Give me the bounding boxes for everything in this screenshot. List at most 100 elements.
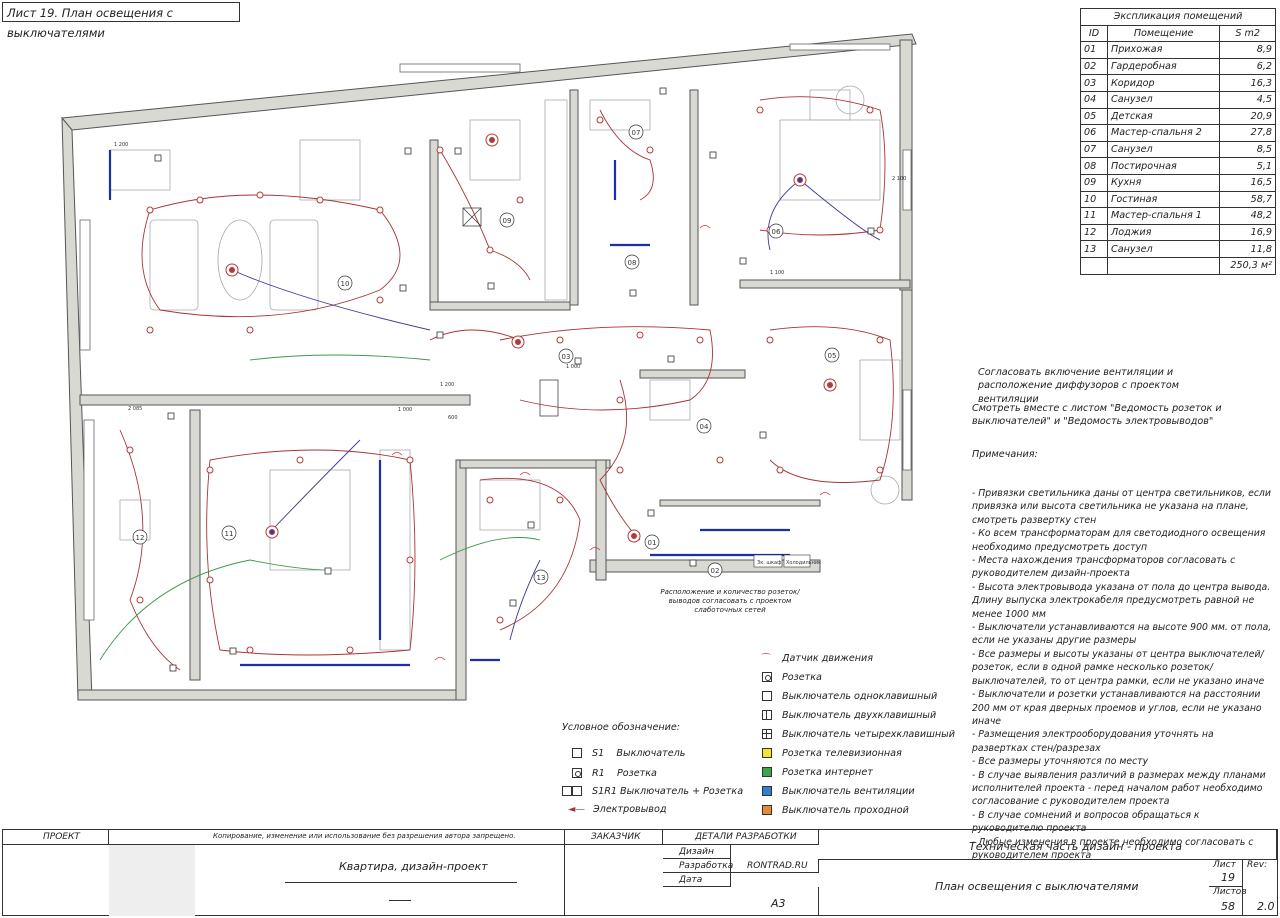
furniture [109, 85, 901, 651]
legend-item-socket: R1 Розетка [572, 768, 657, 779]
vent-switch-icon [762, 786, 772, 796]
wall-children-top [739, 279, 911, 289]
stamp-date-label: Дата [679, 875, 703, 885]
room-area: 16,5 [1219, 173, 1276, 192]
room-name: Санузел [1106, 140, 1221, 159]
room-area: 16,9 [1219, 223, 1276, 242]
stamp-sheet-name: План освещения с выключателями [935, 880, 1139, 893]
stamp-project-name: Квартира, дизайн-проект [339, 860, 488, 873]
room-label-12: 12 [136, 534, 145, 542]
room-name: Кухня [1106, 173, 1221, 192]
legend-heading: Условное обозначение: [562, 722, 680, 733]
note-item: - Размещения электрооборудования уточнят… [972, 729, 1214, 754]
room-label-01: 01 [648, 539, 657, 547]
stamp-developer-label: Разработка [679, 861, 734, 871]
room-label-10: 10 [341, 280, 350, 288]
room-id: 06 [1080, 124, 1108, 142]
col-area: S m2 [1219, 24, 1276, 43]
fridge-label: Холодильник [786, 560, 821, 566]
note-item: - Выключатели устанавливаются на высоте … [972, 622, 1272, 647]
room-id: 11 [1080, 207, 1108, 225]
stamp-customer-label: ЗАКАЗЧИК [591, 832, 641, 842]
socket-icon [562, 786, 572, 796]
note-item: - В случае выявления различий в размерах… [972, 769, 1266, 808]
internet-socket-icon [762, 767, 772, 777]
note-item: - Любые изменения в проекте необходимо с… [972, 836, 1254, 861]
room-name: Мастер-спальня 1 [1106, 207, 1221, 225]
stamp-project-label: ПРОЕКТ [43, 832, 80, 842]
notes-heading: Примечания: [972, 449, 1038, 460]
wiring [99, 96, 894, 671]
room-name: Коридор [1106, 74, 1221, 92]
dim-text: 600 [448, 415, 458, 421]
sheet-title: Лист 19. План освещения с выключателями [2, 2, 240, 40]
room-area: 6,2 [1219, 57, 1276, 76]
title-block: ПРОЕКТ Копирование, изменение или исполь… [2, 829, 1278, 916]
room-name: Гостиная [1106, 190, 1221, 209]
room-label-03: 03 [562, 353, 571, 361]
stamp-rev-label: Rev: [1247, 860, 1268, 870]
rooms-table: Экспликация помещений ID Помещение S m2 … [1080, 8, 1276, 275]
closet-label: Зк. шкаф [757, 560, 781, 566]
stamp-sheet-no: 19 [1221, 871, 1235, 884]
motion-sensor-icon: ⁀ [762, 654, 771, 665]
stamp-developer-value: RONTRAD.RU [747, 861, 808, 871]
lamps [126, 106, 884, 654]
room-id: 08 [1080, 157, 1108, 175]
room-area: 8,5 [1219, 140, 1276, 159]
notes-list: - Привязки светильника даны от центра св… [972, 487, 1272, 862]
dimensions: 1 200 1 200 2 085 1 000 600 1 100 2 100 … [114, 142, 906, 421]
note-item: - Все размеры уточняются по месту [972, 756, 1149, 768]
legend-item: Выключатель проходной [762, 804, 909, 822]
room-name: Мастер-спальня 2 [1106, 124, 1221, 142]
wall-bedroom-right [455, 459, 467, 701]
room-id: 03 [1080, 74, 1108, 92]
legend-item-switch-socket: S1R1 Выключатель + Розетка [562, 786, 743, 797]
stamp-copyright: Копирование, изменение или использование… [213, 832, 516, 840]
legend-item-switch: S1 Выключатель [572, 748, 685, 759]
room-name: Детская [1106, 107, 1221, 126]
room-label-08: 08 [628, 259, 637, 267]
stamp-sheets-label: Листов [1213, 887, 1247, 897]
rooms-table-caption: Экспликация помещений [1080, 8, 1276, 26]
room-label-07: 07 [632, 129, 641, 137]
room-area: 48,2 [1219, 207, 1276, 225]
room-id: 12 [1080, 223, 1108, 242]
room-id: 13 [1080, 240, 1108, 258]
room-area: 11,8 [1219, 240, 1276, 258]
wall-center [689, 89, 699, 306]
dim-text: 1 000 [566, 364, 580, 370]
wall-top [61, 33, 917, 131]
socket-icon [572, 768, 582, 778]
legend-item: Выключатель четырехклавишный [762, 728, 955, 746]
switch-1-icon [762, 691, 772, 701]
note-item: - Все размеры и высоты указаны от центра… [972, 648, 1265, 687]
room-area: 27,8 [1219, 124, 1276, 142]
network-note: Расположение и количество розеток/выводо… [660, 588, 800, 614]
wall-kitchen-left [429, 139, 439, 311]
room-id: 02 [1080, 57, 1108, 76]
note-item: - В случае сомнений и вопросов обращатьс… [972, 809, 1200, 835]
arrow-left-icon: ◄— [568, 804, 585, 815]
dim-text: 1 000 [398, 407, 412, 413]
room-id: 04 [1080, 90, 1108, 109]
col-room: Помещение [1106, 24, 1221, 43]
dim-text: 1 200 [114, 142, 128, 148]
col-id: ID [1080, 24, 1108, 43]
switch-icon [572, 786, 582, 796]
room-name: Лоджия [1106, 223, 1221, 242]
socket-icon [762, 672, 772, 682]
room-area: 4,5 [1219, 90, 1276, 109]
rooms-total: 250,3 м² [1219, 256, 1276, 275]
note-item: - Места нахождения трансформаторов согла… [972, 555, 1236, 580]
led-strips [108, 150, 790, 667]
stamp-format: А3 [771, 897, 786, 910]
note-item: - Ко всем трансформаторам для светодиодн… [972, 528, 1266, 553]
room-name: Прихожая [1106, 41, 1221, 59]
